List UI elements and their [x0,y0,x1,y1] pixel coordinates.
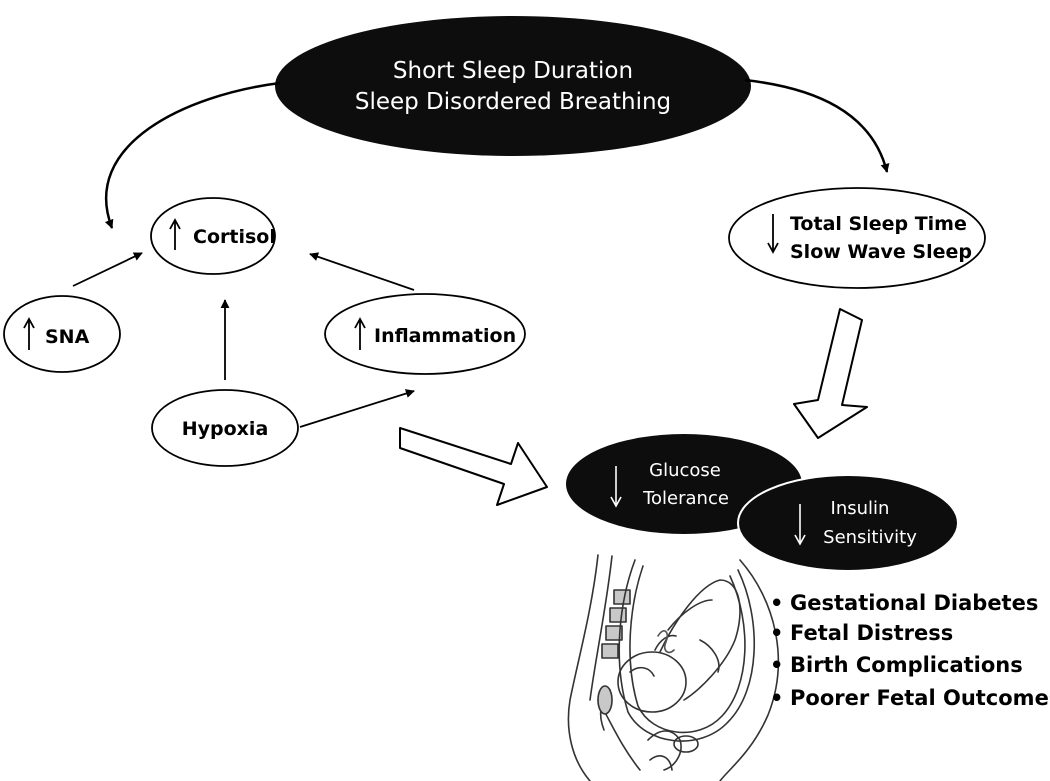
illustration-uterus [618,559,756,742]
inflammation-node: Inflammation [324,293,526,375]
hypoxia-node: Hypoxia [151,389,299,467]
inflammation-label: Inflammation [374,325,516,347]
outcome-gestational-diabetes: Gestational Diabetes [790,591,1038,615]
outcome-item: • Birth Complications [770,653,1023,677]
cortisol-label: Cortisol [193,226,276,248]
insulin-sensitivity-node: Insulin Sensitivity [737,474,959,572]
outcome-item: • Fetal Distress [770,621,953,645]
outcome-birth-complications: Birth Complications [790,653,1023,677]
outcome-poorer-fetal-outcomes: Poorer Fetal Outcomes [790,686,1050,710]
insulin-label-line2: Sensitivity [823,527,917,548]
illustration-belly-line [719,559,779,781]
bullet-marker: • [770,653,783,677]
cause-node: Short Sleep Duration Sleep Disordered Br… [275,16,751,156]
sna-ellipse [3,295,121,373]
outcome-item: • Gestational Diabetes [770,591,1038,615]
outcome-fetal-distress: Fetal Distress [790,621,953,645]
illustration-fetus-head [617,651,687,713]
glucose-label-line2: Tolerance [642,488,729,509]
bullet-marker: • [770,591,783,615]
cortisol-node: Cortisol [150,197,276,275]
down-arrow-icon [794,504,806,546]
pregnancy-illustration [567,554,779,781]
hypoxia-label: Hypoxia [182,418,269,440]
block-arrow-hypoxia-to-glucose [399,427,548,506]
up-arrow-icon [23,317,35,350]
up-arrow-icon [169,218,181,250]
down-arrow-icon [767,214,779,254]
inflammation-ellipse [324,293,526,375]
sleep-ellipse [728,187,986,289]
sna-node: SNA [3,295,121,373]
up-arrow-icon [354,317,366,350]
sna-to-cortisol-arrow [72,252,143,287]
illustration-bladder [673,735,699,753]
sleep-label-line1: Total Sleep Time [790,213,967,235]
cause-label-line2: Sleep Disordered Breathing [355,89,671,115]
hypoxia-ellipse [151,389,299,467]
illustration-spine-line [589,555,613,701]
sleep-label-line2: Slow Wave Sleep [790,241,972,263]
down-arrow-icon [610,466,622,508]
sleep-node: Total Sleep Time Slow Wave Sleep [728,187,986,289]
glucose-label-line1: Glucose [649,460,721,481]
cause-ellipse [275,16,751,156]
outcome-item: • Poorer Fetal Outcomes [770,686,1050,710]
hypoxia-to-inflammation-arrow [299,389,415,428]
inflammation-to-cortisol-arrow [309,252,415,291]
cause-to-cortisol-arrow [104,81,281,229]
bullet-marker: • [770,621,783,645]
block-arrow-sleep-to-insulin [793,308,868,439]
cause-to-sleep-arrow [744,78,890,173]
bullet-marker: • [770,686,783,710]
outcome-list: • Gestational Diabetes • Fetal Distress … [770,591,1050,710]
sna-label: SNA [45,326,90,348]
cortisol-ellipse [150,197,276,275]
cause-label-line1: Short Sleep Duration [393,58,633,84]
insulin-ellipse [737,474,959,572]
illustration-back-line [567,554,599,781]
insulin-label-line1: Insulin [831,498,890,519]
